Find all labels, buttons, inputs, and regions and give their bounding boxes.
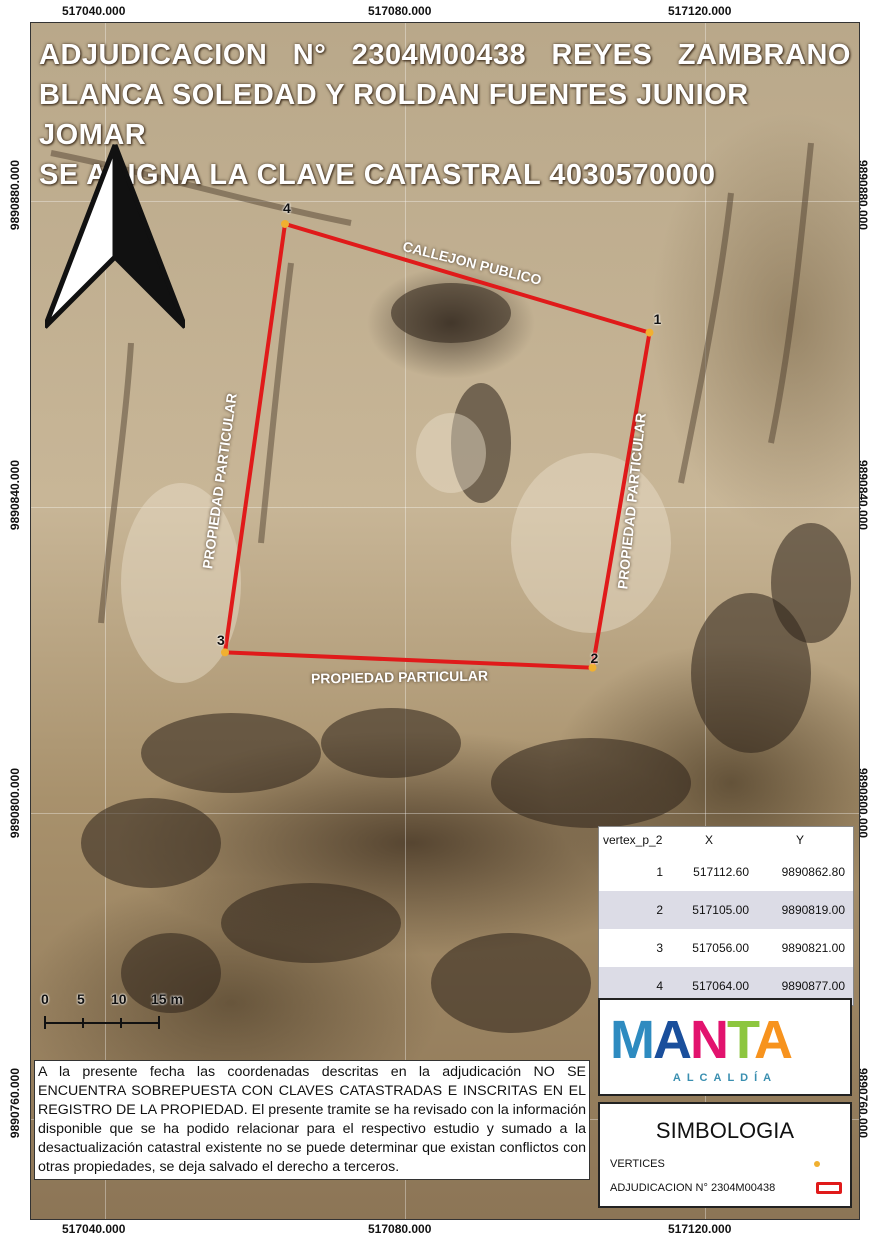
- grid-line: [405, 23, 406, 1219]
- legend-label: VERTICES: [610, 1158, 665, 1170]
- grid-line: [105, 23, 106, 1219]
- logo-letter: A: [652, 1010, 692, 1070]
- title-word: ADJUDICACION: [39, 39, 268, 71]
- grid-line: [31, 813, 859, 814]
- legend-item-vertices: VERTICES: [610, 1158, 842, 1170]
- grid-label-left-1: 9890880.000: [8, 160, 22, 231]
- table-header-cell: X: [704, 833, 713, 847]
- legend: SIMBOLOGIA VERTICES ADJUDICACION N° 2304…: [598, 1102, 852, 1208]
- logo-word: MANTA: [610, 1010, 793, 1070]
- title-line-3: SE ASIGNA LA CLAVE CATASTRAL 4030570000: [39, 159, 716, 191]
- edge-label-south: PROPIEDAD PARTICULAR: [310, 667, 489, 687]
- table-row: 3 517056.00 9890821.00: [599, 929, 853, 967]
- legend-title: SIMBOLOGIA: [655, 1118, 795, 1143]
- vertex-dot-icon: [814, 1161, 820, 1167]
- vertex-label-3: 3: [217, 632, 225, 649]
- vertex-table: vertex_p_2 X Y 1 517112.60 9890862.80 2 …: [598, 826, 854, 1006]
- satellite-map[interactable]: ADJUDICACION N° 2304M00438 REYES ZAMBRAN…: [30, 22, 860, 1220]
- table-cell: 9890819.00: [781, 903, 845, 917]
- table-header: vertex_p_2 X Y: [599, 827, 853, 853]
- table-header-cell: vertex_p_2: [603, 833, 663, 847]
- table-row: 1 517112.60 9890862.80: [599, 853, 853, 891]
- grid-label-bottom-3: 517120.000: [668, 1222, 732, 1236]
- terrain-texture: [50, 142, 851, 1168]
- title-word: ZAMBRANO: [677, 39, 851, 71]
- title-line-1: ADJUDICACION N° 2304M00438 REYES ZAMBRAN…: [39, 35, 851, 75]
- logo-letter: M: [610, 1010, 655, 1070]
- table-cell: 517112.60: [693, 865, 749, 879]
- logo-box: MANTA ALCALDÍA: [598, 998, 852, 1096]
- disclaimer-note: A la presente fecha las coordenadas desc…: [34, 1060, 590, 1180]
- grid-label-top-1: 517040.000: [62, 4, 126, 18]
- title-word: REYES: [551, 39, 653, 71]
- parcel-polygon[interactable]: [222, 221, 652, 670]
- legend-label: ADJUDICACION N° 2304M00438: [610, 1182, 776, 1194]
- grid-label-top-3: 517120.000: [668, 4, 732, 18]
- table-cell: 1: [656, 865, 663, 879]
- title-word: N°: [292, 39, 327, 71]
- table-cell: 3: [656, 941, 663, 955]
- table-cell: 9890862.80: [781, 865, 845, 879]
- north-arrow-icon: [45, 144, 185, 329]
- title-line-2: BLANCA SOLEDAD Y ROLDAN FUENTES JUNIOR J…: [39, 79, 749, 151]
- parcel-outline-icon: [816, 1182, 842, 1194]
- scale-bar: [44, 1016, 160, 1029]
- vertex-label-2: 2: [590, 649, 599, 666]
- logo-letter: A: [753, 1010, 793, 1070]
- vertex-point-3[interactable]: [221, 648, 229, 657]
- table-cell: 9890821.00: [781, 941, 845, 955]
- table-cell: 9890877.00: [781, 979, 845, 993]
- logo-subtitle: ALCALDÍA: [672, 1072, 778, 1084]
- vertex-point-4[interactable]: [281, 219, 289, 228]
- table-cell: 517105.00: [692, 903, 749, 917]
- grid-label-bottom-1: 517040.000: [62, 1222, 126, 1236]
- grid-line: [31, 507, 859, 508]
- map-title: ADJUDICACION N° 2304M00438 REYES ZAMBRAN…: [39, 35, 851, 195]
- scale-label-10: 10: [111, 991, 127, 1007]
- title-word: 2304M00438: [351, 39, 527, 71]
- grid-line: [31, 201, 859, 202]
- table-cell: 517056.00: [692, 941, 749, 955]
- logo-letter: T: [726, 1010, 756, 1070]
- table-row: 2 517105.00 9890819.00: [599, 891, 853, 929]
- scale-label-5: 5: [77, 991, 85, 1007]
- scale-label-15m: 15 m: [151, 991, 183, 1007]
- manta-logo: MANTA: [610, 1010, 793, 1070]
- grid-label-top-2: 517080.000: [368, 4, 432, 18]
- grid-label-left-4: 9890760.000: [8, 1068, 22, 1139]
- scale-label-0: 0: [41, 991, 49, 1007]
- table-cell: 517064.00: [692, 979, 749, 993]
- logo-letter: N: [689, 1010, 729, 1070]
- grid-label-bottom-2: 517080.000: [368, 1222, 432, 1236]
- grid-label-left-3: 9890800.000: [8, 768, 22, 839]
- table-header-cell: Y: [795, 833, 804, 847]
- parcel-layer: [221, 219, 654, 672]
- vertex-label-1: 1: [653, 310, 662, 327]
- table-cell: 4: [656, 979, 663, 993]
- legend-item-parcel: ADJUDICACION N° 2304M00438: [610, 1182, 842, 1194]
- vertex-label-4: 4: [283, 199, 291, 216]
- vertex-point-2[interactable]: [588, 663, 597, 672]
- grid-label-left-2: 9890840.000: [8, 460, 22, 531]
- vertex-point-1[interactable]: [645, 328, 654, 337]
- table-cell: 2: [656, 903, 663, 917]
